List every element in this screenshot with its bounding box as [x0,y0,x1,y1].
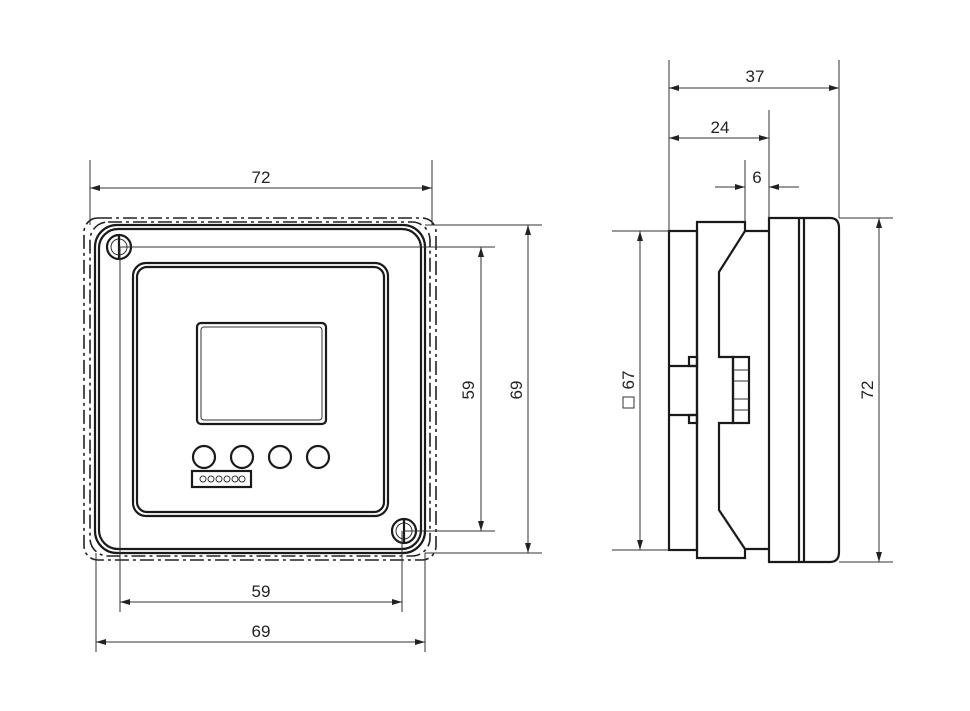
dim-depth-rear: 24 [711,118,730,137]
dim-depth-total: 37 [746,67,765,86]
front-dimensions: 72 59 69 59 69 [89,160,542,652]
front-panel-inner [135,265,386,514]
side-view [667,216,841,564]
rear-housing [667,229,699,552]
dim-cutout: 67 [619,371,638,390]
front-view [83,217,437,561]
front-bezel [767,216,841,564]
square-icon [622,396,635,409]
button-4 [305,444,331,470]
dim-width-body: 69 [252,622,271,641]
button-1 [191,444,217,470]
dim-height-body: 69 [507,381,526,400]
dim-height-front: 72 [858,381,877,400]
outline-dashdot [83,217,437,561]
housing-outline [93,223,427,555]
front-panel [131,261,390,518]
housing-inner-outline [97,227,423,551]
button-3 [267,444,293,470]
dim-width-total: 72 [252,168,271,187]
dim-height-mounting: 59 [459,381,478,400]
mounting-clamp [695,220,747,560]
display-inner [200,326,323,421]
display [195,321,328,426]
button-2 [229,444,255,470]
dim-width-mounting: 59 [252,582,271,601]
connector [190,469,253,489]
side-dimensions: 37 24 6 67 72 [612,60,893,563]
outline-dashdot-inner [89,221,431,557]
dim-depth-clamp: 6 [752,168,761,187]
clamp-teeth [731,355,751,425]
connector-pins [199,475,246,483]
